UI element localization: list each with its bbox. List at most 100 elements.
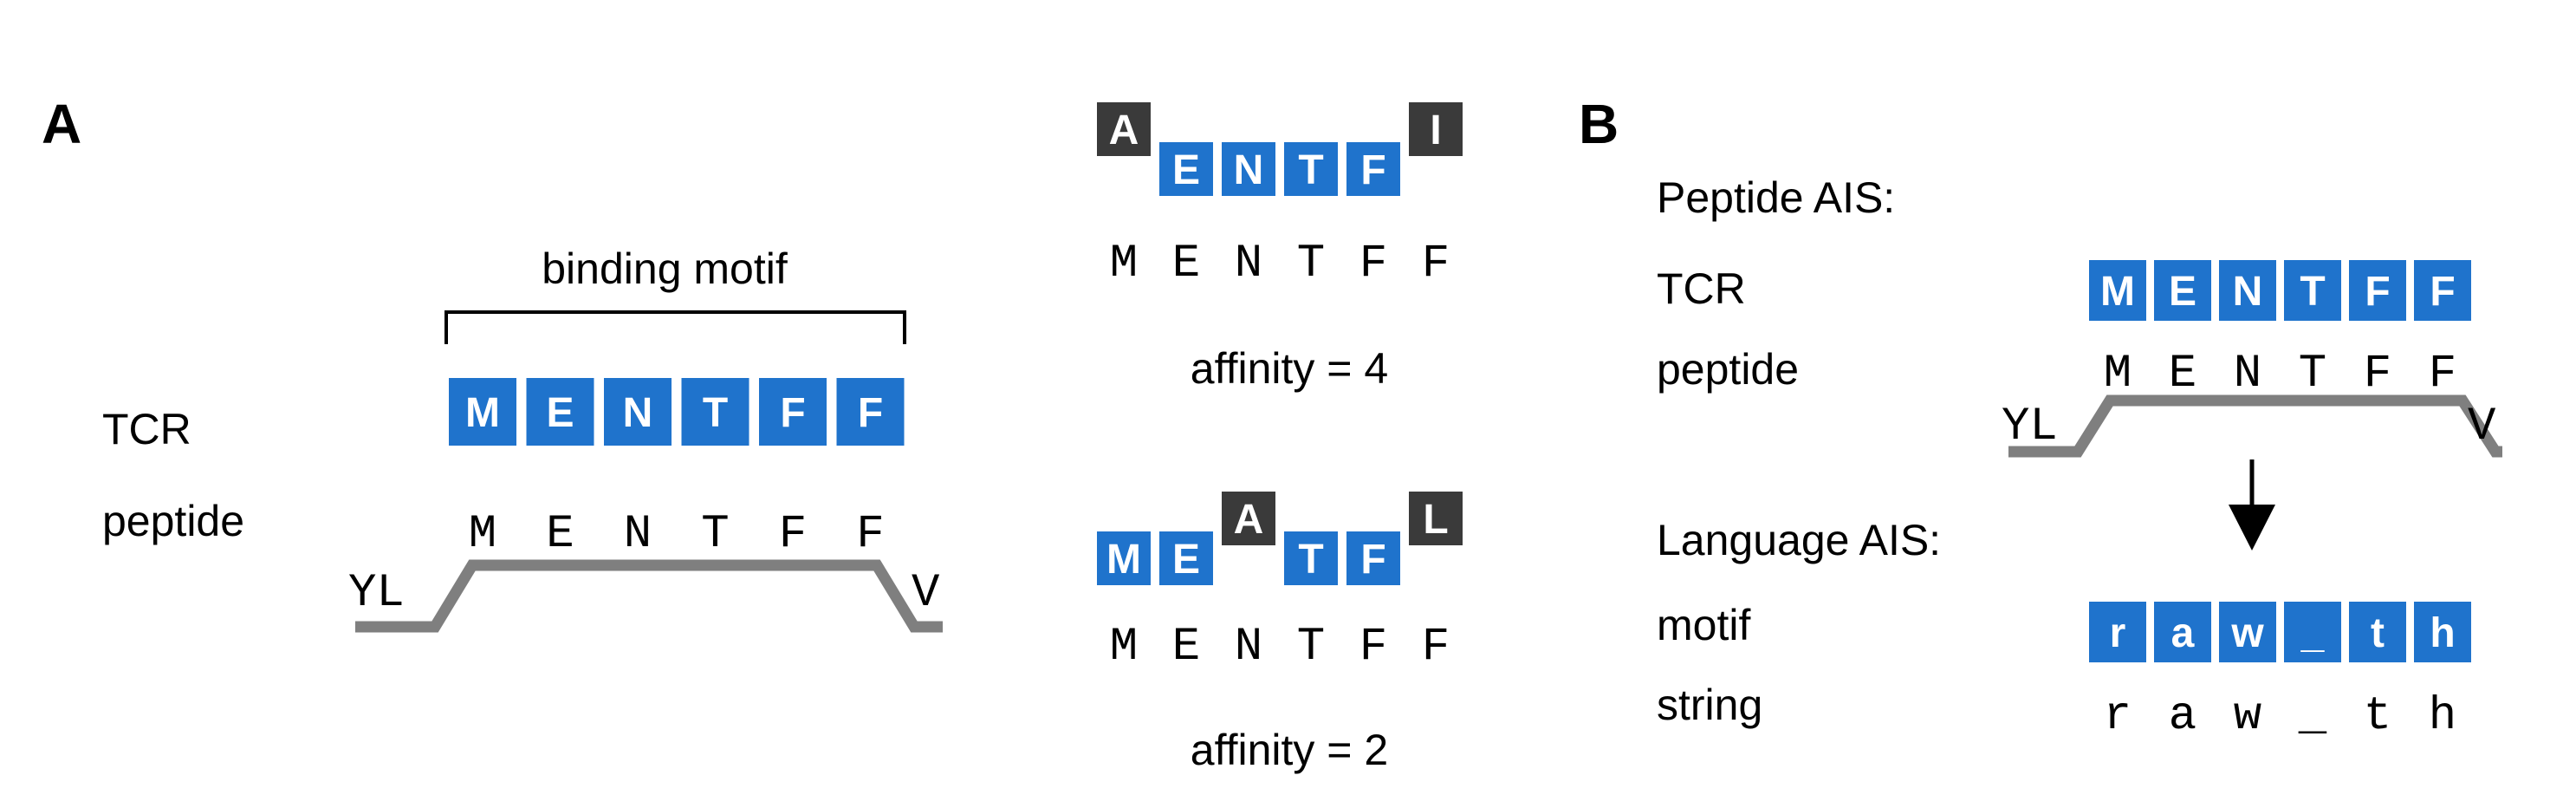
string-char-6: h — [2429, 690, 2456, 743]
string-char-2: a — [2169, 690, 2196, 743]
ex1-seq-char-3: N — [1235, 238, 1262, 290]
peptide-right-flank-a: V — [912, 567, 940, 620]
peptide-left-flank-b: YL — [2002, 401, 2058, 453]
peptide-a-char-4: T — [701, 508, 729, 561]
tcr-b-tile-letter-5: F — [2365, 269, 2390, 315]
motif-tile-letter-1: r — [2110, 610, 2126, 656]
motif-label: motif — [1657, 601, 1750, 649]
ex2-tile-4 — [1284, 531, 1338, 585]
language-ais-label: Language AIS: — [1657, 516, 1941, 564]
motif-tile-4 — [2284, 602, 2341, 662]
peptide-backbone-b — [2008, 394, 2502, 458]
tcr-b-tile-4 — [2284, 260, 2341, 321]
ex1-seq-char-6: F — [1422, 238, 1450, 290]
tcr-label: TCR — [102, 405, 191, 453]
peptide-left-flank-a: YL — [348, 567, 405, 620]
ex2-tile-letter-6: L — [1423, 497, 1448, 543]
tcr-b-tile-letter-3: N — [2233, 269, 2263, 315]
ex1-tile-letter-5: F — [1360, 147, 1385, 193]
string-char-1: r — [2104, 690, 2132, 743]
tcr-a-tile-letter-1: M — [465, 390, 500, 436]
tcr-a-tile-4 — [681, 378, 749, 446]
panel-a-letter: A — [42, 93, 81, 155]
ex2-tile-letter-3: A — [1234, 497, 1264, 543]
motif-tile-letter-5: t — [2371, 610, 2385, 656]
tcr-a-tile-letter-5: F — [780, 390, 805, 436]
tcr-a-tile-5 — [759, 378, 827, 446]
motif-tile-2 — [2154, 602, 2211, 662]
tcr-b-tile-1 — [2089, 260, 2146, 321]
string-char-4: _ — [2298, 690, 2327, 743]
example-2-affinity: affinity = 2 — [1191, 726, 1388, 774]
ex1-seq-char-4: T — [1297, 238, 1325, 290]
ex2-seq-char-3: N — [1235, 621, 1262, 674]
motif-tile-1 — [2089, 602, 2146, 662]
motif-tile-letter-6: h — [2430, 610, 2455, 656]
tcr-a-tile-letter-3: N — [623, 390, 653, 436]
tcr-b-tile-3 — [2219, 260, 2276, 321]
ex2-tile-5 — [1346, 531, 1400, 585]
ex2-tile-letter-4: T — [1298, 537, 1323, 583]
ex2-tile-2 — [1159, 531, 1213, 585]
motif-tile-6 — [2414, 602, 2471, 662]
ex1-tile-letter-3: N — [1234, 147, 1264, 193]
ex2-seq-char-2: E — [1172, 621, 1200, 674]
panel-b-letter: B — [1579, 93, 1619, 155]
ex1-tile-2 — [1159, 142, 1213, 196]
ex2-tile-letter-2: E — [1172, 537, 1200, 583]
peptide-label-b: peptide — [1657, 345, 1799, 394]
motif-tile-5 — [2349, 602, 2406, 662]
ex1-tile-letter-6: I — [1430, 108, 1441, 153]
peptide-b-char-4: T — [2299, 348, 2326, 401]
ex1-tile-letter-2: E — [1172, 147, 1200, 193]
motif-tile-letter-3: w — [2230, 610, 2264, 656]
peptide-a-char-2: E — [546, 508, 574, 561]
ex1-seq-char-5: F — [1359, 238, 1387, 290]
tcr-a-tile-3 — [604, 378, 672, 446]
peptide-a-char-1: M — [469, 508, 496, 561]
down-arrow — [2229, 459, 2275, 551]
tcr-a-tile-letter-6: F — [858, 390, 883, 436]
tcr-b-tile-letter-1: M — [2100, 269, 2135, 315]
ex1-seq-char-2: E — [1172, 238, 1200, 290]
peptide-b-char-6: F — [2429, 348, 2456, 401]
string-label: string — [1657, 681, 1762, 729]
ex2-tile-6 — [1409, 492, 1463, 545]
tcr-a-tile-letter-4: T — [703, 390, 728, 436]
ex1-tile-letter-1: A — [1109, 108, 1139, 153]
motif-tile-3 — [2219, 602, 2276, 662]
tcr-b-tile-letter-2: E — [2169, 269, 2196, 315]
ex1-tile-letter-4: T — [1298, 147, 1323, 193]
ex1-tile-1 — [1097, 102, 1151, 156]
peptide-a-char-3: N — [624, 508, 652, 561]
peptide-b-char-3: N — [2234, 348, 2261, 401]
ex2-seq-char-5: F — [1359, 621, 1387, 674]
ex2-seq-char-6: F — [1422, 621, 1450, 674]
binding-motif-bracket — [444, 310, 906, 344]
peptide-a-char-6: F — [856, 508, 884, 561]
tcr-b-tile-letter-6: F — [2430, 269, 2455, 315]
peptide-a-char-5: F — [779, 508, 807, 561]
motif-tile-letter-4: _ — [2300, 610, 2326, 656]
peptide-b-char-1: M — [2104, 348, 2132, 401]
peptide-right-flank-b: V — [2468, 401, 2496, 453]
peptide-ais-label: Peptide AIS: — [1657, 173, 1895, 222]
ex1-tile-5 — [1346, 142, 1400, 196]
tcr-a-tile-1 — [449, 378, 516, 446]
string-char-5: t — [2364, 690, 2391, 743]
tcr-label-b: TCR — [1657, 264, 1746, 313]
tcr-b-tile-5 — [2349, 260, 2406, 321]
tcr-b-tile-2 — [2154, 260, 2211, 321]
tcr-a-tile-6 — [836, 378, 905, 446]
ex1-seq-char-1: M — [1110, 238, 1138, 290]
peptide-b-char-5: F — [2364, 348, 2391, 401]
